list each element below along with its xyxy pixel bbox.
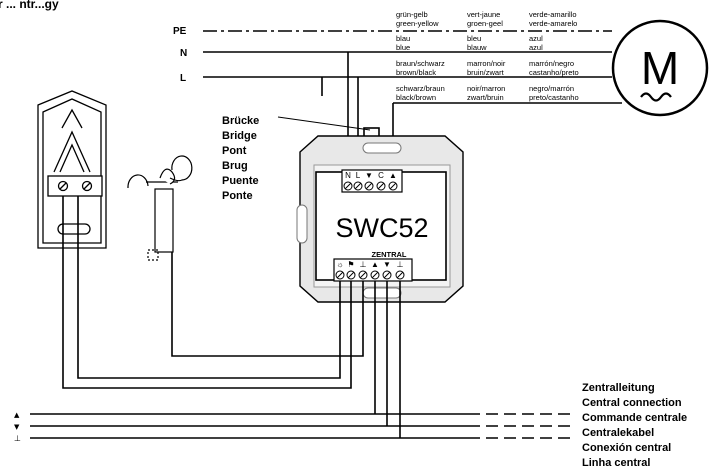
sensor-wires [62, 196, 401, 438]
l-line: L [180, 73, 612, 84]
l-label: L [180, 73, 186, 84]
bottom-terminal-block: ZENTRAL ☼ ⚑ ⊥ ▲ ▼ ⊥ [333, 250, 413, 282]
central-label-de: Zentralleitung [582, 382, 655, 394]
zentral-label: ZENTRAL [372, 250, 407, 259]
dir-color-de: schwarz/braun [396, 84, 445, 93]
pe-color-en: green-yellow [396, 19, 439, 28]
central-bus [30, 413, 572, 439]
top-terminal-up: ▲ [389, 171, 397, 180]
n-line: N [180, 48, 612, 59]
dir-color-es: negro/marrón [529, 84, 574, 93]
bottom-terminal-down: ▼ [383, 260, 391, 269]
bottom-screws [335, 270, 405, 280]
motor-tilde-icon [640, 92, 672, 102]
n-color-fr: bleu [467, 34, 481, 43]
top-terminal-l: L [356, 171, 361, 180]
n-color-en: blue [396, 43, 410, 52]
central-labels: Zentralleitung Central connection Comman… [582, 382, 687, 469]
n-color-de: blau [396, 34, 410, 43]
bottom-terminal-ground1: ⊥ [360, 260, 367, 269]
sun-sensor [37, 90, 107, 249]
bottom-terminal-ground2: ⊥ [397, 260, 404, 269]
top-terminal-block: N L ▼ C ▲ [341, 169, 403, 193]
bridge-label-de: Brücke [222, 115, 259, 127]
l-color-de: braun/schwarz [396, 59, 445, 68]
pe-color-nl: groen-geel [467, 19, 503, 28]
top-terminal-n: N [345, 171, 351, 180]
swc52-device: SWC52 N L ▼ C ▲ ZENTRAL ☼ ⚑ ⊥ ▲ ▼ [296, 135, 464, 303]
top-terminal-c: C [378, 171, 384, 180]
top-terminal-down: ▼ [365, 171, 373, 180]
central-label-pt: Linha central [582, 457, 650, 469]
bridge-label-en: Bridge [222, 130, 257, 142]
bridge-label-nl: Brug [222, 160, 248, 172]
bridge-label-pt: Ponte [222, 190, 253, 202]
central-label-nl: Centralekabel [582, 427, 654, 439]
bus-up-symbol: ▲ [14, 411, 20, 419]
bus-down-symbol: ▼ [14, 423, 20, 431]
central-label-fr: Commande centrale [582, 412, 687, 424]
bottom-terminal-sun: ☼ [336, 260, 343, 269]
bus-symbols: ▲ ▼ ⊥ [14, 411, 21, 443]
device-name: SWC52 [335, 213, 428, 243]
dir-color-fr: noir/marron [467, 84, 505, 93]
top-screws [343, 181, 398, 191]
pe-color-fr: vert-jaune [467, 10, 500, 19]
dir-color-pt: preto/castanho [529, 93, 579, 102]
n-color-pt: azul [529, 43, 543, 52]
n-color-nl: blauw [467, 43, 487, 52]
dir-color-nl: zwart/bruin [467, 93, 504, 102]
bus-ground-symbol: ⊥ [14, 434, 21, 443]
central-label-es: Conexión central [582, 442, 671, 454]
central-label-en: Central connection [582, 397, 682, 409]
pe-color-de: grün-gelb [396, 10, 428, 19]
n-label: N [180, 48, 187, 59]
bottom-terminal-wind: ⚑ [347, 260, 354, 269]
l-color-es: marrón/negro [529, 59, 574, 68]
l-color-pt: castanho/preto [529, 68, 579, 77]
color-codes: grün-gelb green-yellow vert-jaune groen-… [396, 10, 579, 102]
pe-color-pt: verde-amarelo [529, 19, 577, 28]
pe-line: PE [173, 26, 612, 37]
pe-label: PE [173, 26, 187, 37]
motor-symbol: M [611, 19, 709, 117]
bottom-terminal-up: ▲ [371, 260, 379, 269]
dir-color-en: black/brown [396, 93, 436, 102]
l-color-nl: bruin/zwart [467, 68, 505, 77]
bridge-label-fr: Pont [222, 145, 247, 157]
bridge-label-es: Puente [222, 175, 259, 187]
n-color-es: azul [529, 34, 543, 43]
l-color-en: brown/black [396, 68, 436, 77]
wind-sensor [127, 155, 193, 261]
header-title: r ... ntr...gy [0, 0, 59, 11]
motor-label: M [641, 42, 679, 94]
pe-color-es: verde-amarillo [529, 10, 577, 19]
l-color-fr: marron/noir [467, 59, 506, 68]
